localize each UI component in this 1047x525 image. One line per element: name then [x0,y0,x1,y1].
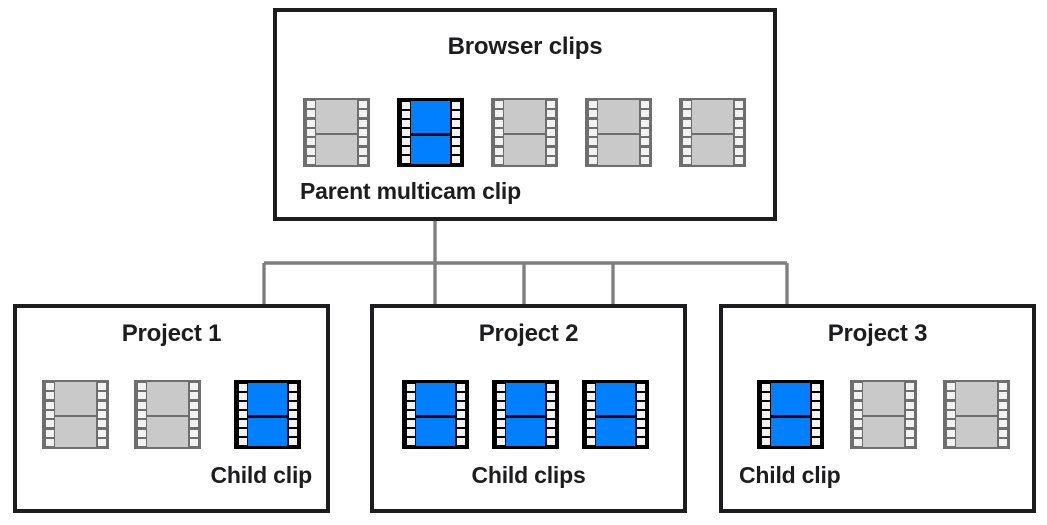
project3-clip-1[interactable] [757,380,824,449]
browser-clip-3[interactable] [491,98,558,167]
sprocket-column-left [400,101,411,164]
project1-clip-2[interactable] [134,380,201,449]
clip-frames [863,382,904,447]
project-2-caption: Child clips [471,462,586,488]
browser-clip-1[interactable] [303,98,370,167]
project3-clip-2[interactable] [850,380,917,449]
project-3-caption: Child clip [739,462,841,488]
sprocket-column-right [545,383,556,446]
sprocket-column-left [405,383,416,446]
sprocket-column-left [305,100,316,165]
project2-clip-3[interactable] [582,380,649,449]
project-1-caption: Child clip [210,462,312,488]
browser-clips-title: Browser clips [447,33,603,60]
project2-clip-2[interactable] [492,380,559,449]
parent-multicam-clip-caption: Parent multicam clip [300,178,521,204]
project-2-title: Project 2 [478,320,579,347]
sprocket-column-right [357,100,368,165]
clip-frames [771,383,810,446]
sprocket-column-left [44,382,55,447]
clip-frames [416,383,455,446]
project-3-box: Project 3 Child clip [719,304,1036,513]
project-2-box: Project 2 Child clips [370,304,687,513]
project-1-box: Project 1 Child clip [13,304,330,513]
browser-clip-4[interactable] [585,98,652,167]
clip-frames [411,101,450,164]
sprocket-column-right [635,383,646,446]
project-3-title: Project 3 [827,320,928,347]
clip-frames [598,100,639,165]
clip-frames [248,383,287,446]
clip-frames [504,100,545,165]
clip-frames [596,383,635,446]
sprocket-column-left [681,100,692,165]
sprocket-column-left [852,382,863,447]
clip-frames [506,383,545,446]
sprocket-column-right [545,100,556,165]
project1-clip-3[interactable] [234,380,301,449]
sprocket-column-left [945,382,956,447]
clip-frames [956,382,997,447]
project3-clip-3[interactable] [943,380,1010,449]
sprocket-column-right [96,382,107,447]
sprocket-column-right [450,101,461,164]
project1-clip-1[interactable] [42,380,109,449]
project2-clip-1[interactable] [402,380,469,449]
sprocket-column-right [997,382,1008,447]
sprocket-column-right [287,383,298,446]
clip-frames [55,382,96,447]
sprocket-column-left [136,382,147,447]
browser-clips-box: Browser clips Parent multicam clip [273,8,777,221]
sprocket-column-right [188,382,199,447]
sprocket-column-left [493,100,504,165]
clip-frames [692,100,733,165]
sprocket-column-left [587,100,598,165]
clip-frames [147,382,188,447]
project-1-title: Project 1 [121,320,222,347]
sprocket-column-left [495,383,506,446]
sprocket-column-left [237,383,248,446]
sprocket-column-right [810,383,821,446]
sprocket-column-right [639,100,650,165]
sprocket-column-right [904,382,915,447]
sprocket-column-right [455,383,466,446]
sprocket-column-right [733,100,744,165]
parent-multicam-clip[interactable] [397,98,464,167]
sprocket-column-left [760,383,771,446]
browser-clip-5[interactable] [679,98,746,167]
sprocket-column-left [585,383,596,446]
clip-frames [316,100,357,165]
